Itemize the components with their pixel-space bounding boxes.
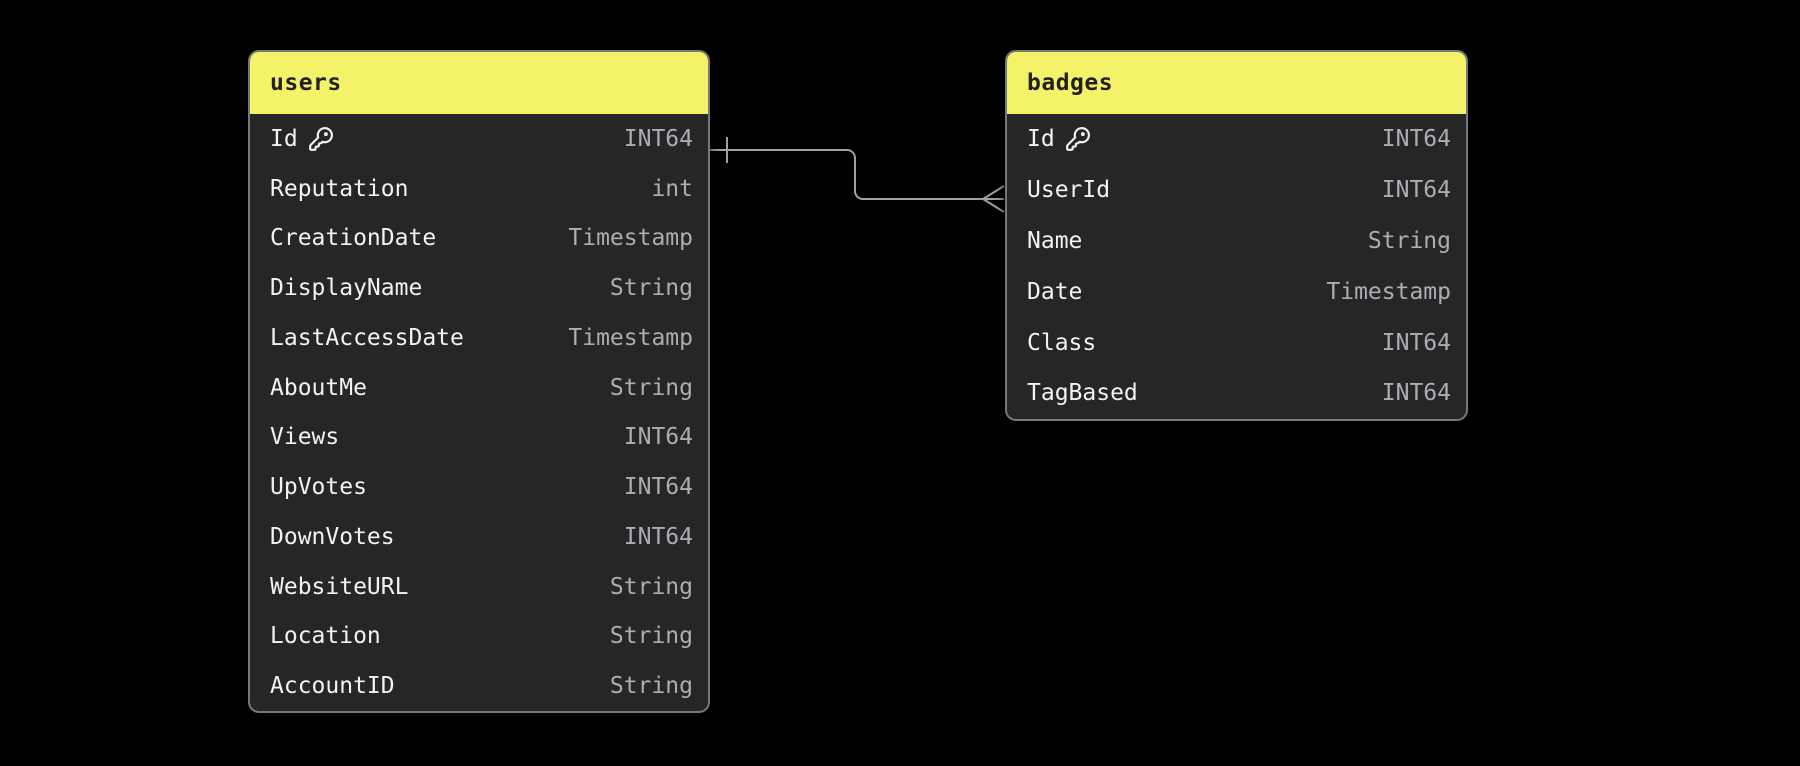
field-row-badges-tagbased[interactable]: TagBased INT64: [1007, 368, 1466, 419]
key-icon: [308, 126, 334, 152]
field-row-users-displayname[interactable]: DisplayName String: [250, 263, 708, 313]
field-type: String: [609, 374, 693, 401]
relationship-line[interactable]: [710, 137, 1005, 213]
field-row-users-downvotes[interactable]: DownVotes INT64: [250, 512, 708, 562]
key-icon: [1065, 126, 1091, 152]
table-users[interactable]: users Id INT64 Reputation int CreationDa…: [248, 50, 710, 713]
field-type: INT64: [623, 474, 693, 501]
field-type: INT64: [1381, 329, 1451, 356]
field-row-users-websiteurl[interactable]: WebsiteURL String: [250, 562, 708, 612]
field-row-users-views[interactable]: Views INT64: [250, 413, 708, 463]
field-row-users-location[interactable]: Location String: [250, 612, 708, 662]
field-name: WebsiteURL: [270, 573, 409, 600]
field-row-users-accountid[interactable]: AccountID String: [250, 661, 708, 711]
field-name: CreationDate: [270, 225, 437, 252]
field-name: UserId: [1027, 177, 1111, 204]
field-type: String: [609, 573, 693, 600]
table-users-title: users: [270, 70, 342, 96]
cardinality-many-crowfoot: [982, 185, 1005, 213]
table-badges[interactable]: badges Id INT64 UserId INT64 Name String…: [1005, 50, 1468, 421]
field-name: Reputation: [270, 175, 409, 202]
field-name: DisplayName: [270, 275, 423, 302]
field-row-badges-class[interactable]: Class INT64: [1007, 317, 1466, 368]
field-type: INT64: [1381, 177, 1451, 204]
table-badges-header[interactable]: badges: [1007, 52, 1466, 114]
field-row-users-aboutme[interactable]: AboutMe String: [250, 363, 708, 413]
field-row-users-id[interactable]: Id INT64: [250, 114, 708, 164]
field-row-users-lastaccessdate[interactable]: LastAccessDate Timestamp: [250, 313, 708, 363]
field-type: String: [609, 623, 693, 650]
relationship-path[interactable]: [710, 149, 983, 200]
field-name: DownVotes: [270, 523, 395, 550]
field-type: Timestamp: [1326, 278, 1451, 305]
field-type: Timestamp: [568, 324, 693, 351]
field-name: Location: [270, 623, 381, 650]
table-badges-title: badges: [1027, 70, 1114, 96]
field-type: INT64: [623, 125, 693, 152]
field-name: AccountID: [270, 673, 395, 700]
field-name: AboutMe: [270, 374, 367, 401]
field-name: TagBased: [1027, 380, 1138, 407]
field-name: UpVotes: [270, 474, 367, 501]
field-row-badges-id[interactable]: Id INT64: [1007, 114, 1466, 165]
field-type: INT64: [623, 424, 693, 451]
field-row-badges-name[interactable]: Name String: [1007, 216, 1466, 267]
table-users-header[interactable]: users: [250, 52, 708, 114]
field-name: Name: [1027, 227, 1083, 254]
field-type: Timestamp: [568, 225, 693, 252]
field-name: LastAccessDate: [270, 324, 464, 351]
field-name: Id: [270, 125, 298, 152]
field-type: INT64: [1381, 126, 1451, 153]
field-type: INT64: [1381, 380, 1451, 407]
table-badges-fields: Id INT64 UserId INT64 Name String Date T…: [1007, 114, 1466, 419]
field-type: String: [609, 275, 693, 302]
field-name: Class: [1027, 329, 1097, 356]
field-name: Date: [1027, 278, 1083, 305]
field-row-users-creationdate[interactable]: CreationDate Timestamp: [250, 214, 708, 264]
field-type: String: [609, 673, 693, 700]
field-row-badges-date[interactable]: Date Timestamp: [1007, 266, 1466, 317]
field-type: int: [651, 175, 693, 202]
table-users-fields: Id INT64 Reputation int CreationDate Tim…: [250, 114, 708, 711]
field-name: Views: [270, 424, 340, 451]
field-row-users-reputation[interactable]: Reputation int: [250, 164, 708, 214]
field-row-badges-userid[interactable]: UserId INT64: [1007, 165, 1466, 216]
field-type: String: [1367, 227, 1451, 254]
field-row-users-upvotes[interactable]: UpVotes INT64: [250, 462, 708, 512]
field-type: INT64: [623, 523, 693, 550]
field-name: Id: [1027, 126, 1055, 153]
